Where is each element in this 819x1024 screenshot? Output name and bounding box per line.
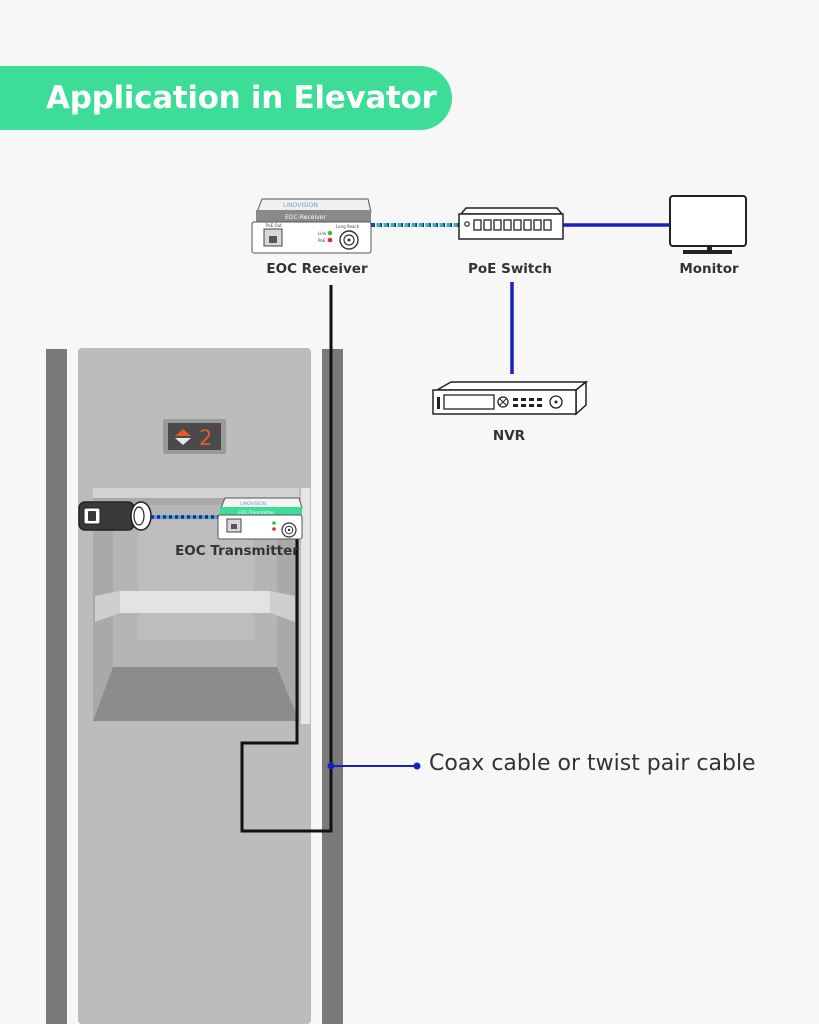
poe-led	[327, 237, 333, 243]
bullet-camera-icon	[78, 501, 152, 531]
cabin-top-light	[93, 488, 299, 498]
coax-cable	[240, 285, 333, 833]
svg-text:LINOVISION: LINOVISION	[240, 501, 266, 507]
eoc-transmitter-label: EOC Transmitter	[175, 543, 299, 559]
arrow-down-icon	[175, 438, 191, 445]
monitor-icon	[669, 195, 747, 254]
callout-dot-end	[413, 762, 421, 770]
receiver-model: EOC-Receiver	[285, 214, 326, 221]
handrail-bracket-left	[95, 591, 120, 622]
floor-indicator-screen	[168, 423, 221, 450]
cabin-handrail	[120, 591, 270, 613]
page-title: Application in Elevator	[46, 80, 437, 116]
title-banner: Application in Elevator	[0, 66, 452, 130]
cabin-floor	[93, 667, 299, 721]
floor-number: 2	[199, 426, 212, 450]
link-led	[327, 230, 333, 236]
nvr-icon	[432, 380, 589, 416]
eoc-receiver-label: EOC Receiver	[266, 261, 368, 277]
cabin-door-edge	[301, 488, 310, 724]
cabin-back-panel	[138, 520, 254, 640]
monitor-label: Monitor	[679, 261, 739, 277]
svg-text:Link: Link	[318, 231, 327, 236]
poe-switch-icon	[458, 207, 564, 240]
arrow-up-icon	[175, 429, 191, 436]
eoc-receiver-device: LINOVISION EOC-Receiver PoE Out Link PoE…	[251, 198, 372, 254]
shaft-wall-left	[46, 349, 67, 1024]
svg-text:Long Reach: Long Reach	[336, 224, 360, 229]
receiver-brand: LINOVISION	[283, 202, 318, 209]
poe-switch-label: PoE Switch	[468, 261, 552, 277]
cable-callout-text: Coax cable or twist pair cable	[429, 751, 756, 776]
svg-text:EOC-Transmitter: EOC-Transmitter	[238, 510, 275, 516]
svg-text:PoE Out: PoE Out	[266, 223, 282, 228]
callout-dot-start	[327, 762, 335, 770]
handrail-bracket-right	[270, 591, 295, 622]
svg-text:PoE: PoE	[318, 238, 326, 243]
eoc-transmitter-device: LINOVISION EOC-Transmitter	[217, 497, 303, 540]
nvr-label: NVR	[492, 428, 526, 444]
